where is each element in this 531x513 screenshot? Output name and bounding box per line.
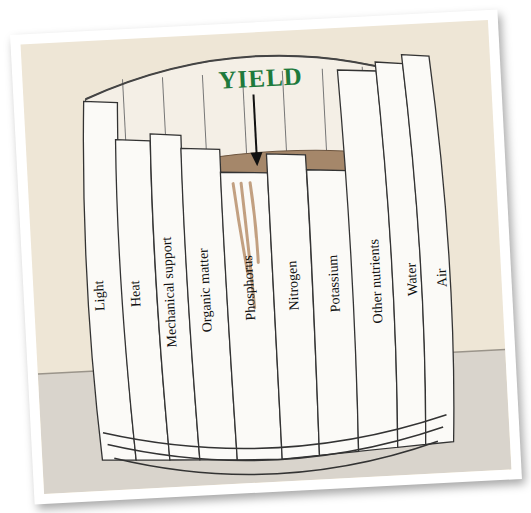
barrel-hoop: [103, 415, 448, 457]
stave-label: Heat: [128, 280, 143, 307]
back-stave-line: [322, 69, 327, 164]
stave-label: Potassium: [326, 254, 343, 312]
yield-arrowhead: [251, 152, 264, 167]
barrel-illustration: [21, 20, 512, 494]
yield-label: YIELD: [218, 63, 303, 92]
stave-label: Water: [405, 262, 421, 296]
barrel-stave: [401, 53, 458, 445]
barrel-scene: YIELDLightHeatMechanical supportOrganic …: [21, 20, 512, 494]
leak-drip: [250, 183, 258, 263]
yield-arrow: [253, 94, 256, 160]
stave-label: Light: [92, 280, 108, 311]
barrel-hoop: [108, 427, 445, 469]
stave-label: Nitrogen: [285, 260, 302, 310]
stave-label: Air: [435, 268, 450, 287]
photo-frame: YIELDLightHeatMechanical supportOrganic …: [10, 10, 522, 505]
barrel-hoop: [114, 441, 439, 482]
